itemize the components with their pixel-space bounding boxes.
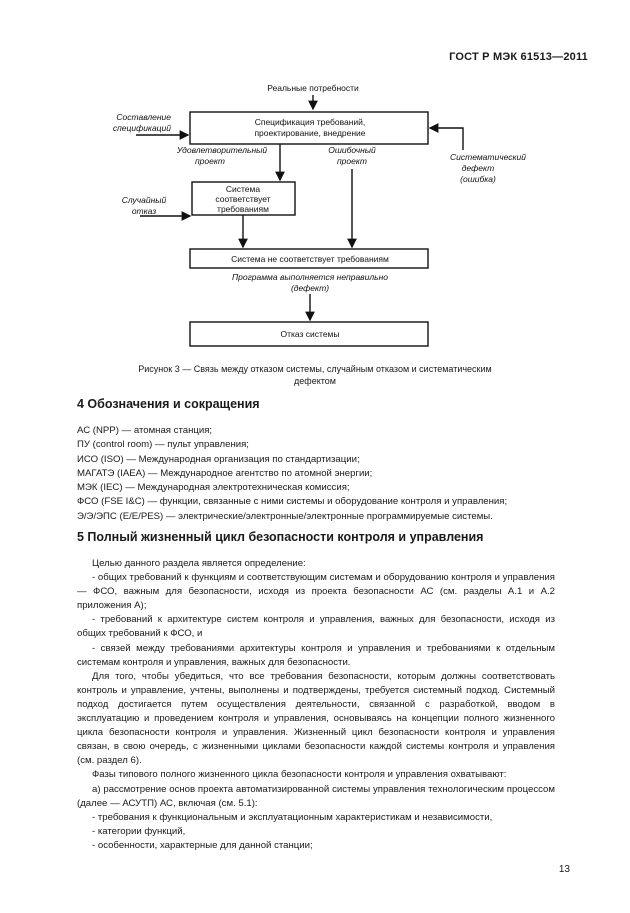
- systematic-label-1: Систематический: [450, 152, 526, 162]
- random-label-2: отказ: [132, 206, 156, 216]
- meets-text-3: требованиям: [217, 204, 269, 214]
- page-number: 13: [558, 864, 570, 875]
- caption-line-2: дефектом: [294, 376, 336, 386]
- failure-box: [189, 321, 429, 347]
- paragraph: Фазы типового полного жизненного цикла б…: [92, 769, 507, 781]
- spec-box-text-2: проектирование, внедрение: [254, 128, 365, 138]
- abbreviation-item: ПУ (control room) — пульт управления;: [77, 439, 249, 451]
- paragraph: а) рассмотрение основ проекта автоматизи…: [77, 783, 555, 809]
- paragraph: - общих требований к функциям и соответс…: [77, 572, 555, 612]
- failure-diagram: Реальные потребности Спецификация требов…: [113, 83, 526, 347]
- paragraph: - особенности, характерные для данной ст…: [92, 839, 313, 851]
- abbreviation-item: ИСО (ISO) — Международная организация по…: [77, 453, 360, 465]
- meets-text-1: Система: [226, 184, 261, 194]
- section-5-title: 5 Полный жизненный цикл безопасности кон…: [77, 530, 484, 544]
- abbreviation-item: Э/Э/ЭПС (E/E/PES) — электрические/электр…: [77, 510, 493, 522]
- sw-fault-label-1: Программа выполняется неправильно: [232, 272, 388, 282]
- not-meets-box: [189, 248, 429, 269]
- section-4-title: 4 Обозначения и сокращения: [77, 397, 260, 411]
- systematic-label-2: дефект: [462, 163, 494, 173]
- abbreviation-list: АС (NPP) — атомная станция; ПУ (control …: [77, 424, 507, 524]
- standard-header: ГОСТ Р МЭК 61513—2011: [449, 51, 588, 63]
- paragraph: - требования к функциональным и эксплуат…: [92, 811, 493, 823]
- random-label-1: Случайный: [122, 195, 167, 205]
- good-design-label-2: проект: [195, 156, 225, 166]
- meets-box: [191, 181, 296, 216]
- real-needs-label: Реальные потребности: [267, 83, 359, 93]
- section-5-body: Целью данного раздела является определен…: [77, 557, 555, 853]
- paragraph: - категории функций,: [92, 825, 186, 837]
- systematic-arrow: [428, 123, 464, 150]
- spec-box: [189, 111, 429, 145]
- paragraph: Целью данного раздела является определен…: [92, 558, 306, 569]
- caption-line-1: Рисунок 3 — Связь между отказом системы,…: [138, 364, 492, 374]
- paragraph: - требований к архитектуре систем контро…: [77, 614, 555, 640]
- paragraph: Для того, чтобы убедиться, что все требо…: [77, 670, 555, 767]
- bad-design-label-2: проект: [337, 156, 367, 166]
- failure-text: Отказ системы: [280, 329, 339, 339]
- figure-caption: Рисунок 3 — Связь между отказом системы,…: [100, 363, 530, 387]
- systematic-label-3: (ошибка): [460, 174, 496, 184]
- spec-box-text-1: Спецификация требований,: [255, 117, 366, 127]
- sw-fault-label-2: (дефект): [291, 283, 329, 293]
- abbreviation-item: МАГАТЭ (IAEA) — Международное агентство …: [77, 467, 373, 479]
- good-design-label-1: Удовлетворительный: [176, 145, 268, 155]
- spec-left-label-2: спецификаций: [113, 123, 171, 133]
- abbreviation-item: МЭК (IEC) — Международная электротехниче…: [77, 482, 350, 494]
- bad-design-label-1: Ошибочный: [328, 145, 376, 155]
- abbreviation-item: ФСО (FSE I&C) — функции, связанные с ним…: [77, 496, 508, 508]
- meets-text-2: соответствует: [215, 194, 270, 204]
- not-meets-text: Система не соответствует требованиям: [231, 254, 389, 264]
- spec-left-label-1: Составление: [116, 112, 171, 122]
- abbreviation-item: АС (NPP) — атомная станция;: [77, 425, 213, 436]
- paragraph: - связей между требованиями архитектуры …: [77, 642, 555, 668]
